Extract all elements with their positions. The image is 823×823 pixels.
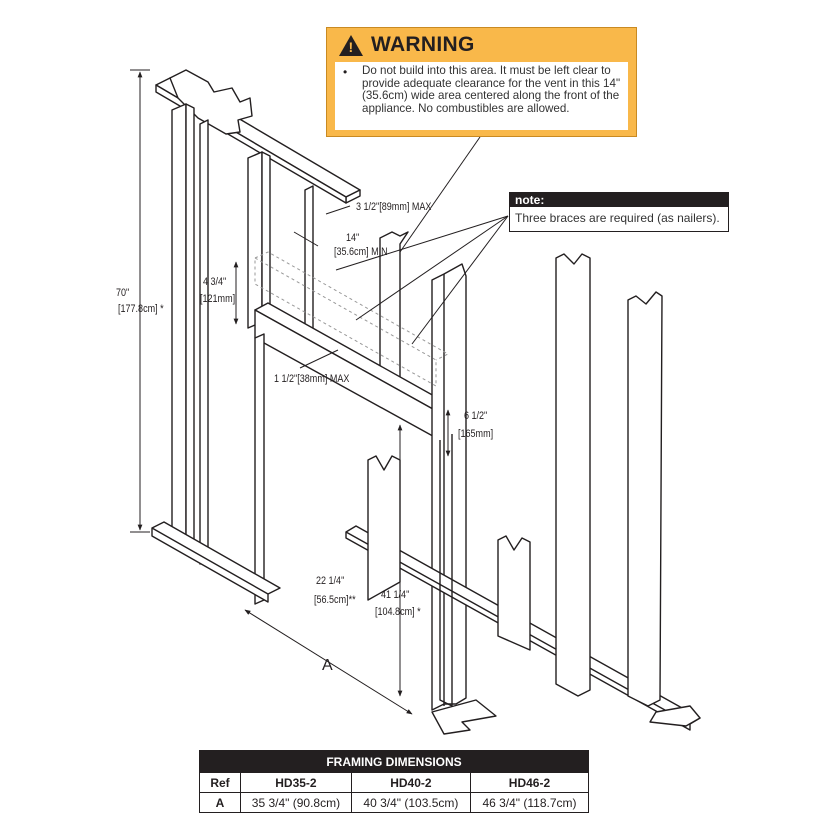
warning-body: • Do not build into this area. It must b… [335,62,628,130]
dim-a-label: A [322,657,333,674]
bottom-plate-left [151,521,281,603]
dim-14-metric: [35.6cm] MIN [334,246,388,258]
header-hd40: HD40-2 [350,772,471,793]
warning-header: ! WARNING [339,32,475,58]
left-stud-2 [199,119,209,565]
warning-box: ! WARNING • Do not build into this area.… [326,27,637,137]
dim-41-25: 41 1/4" [381,589,410,601]
warning-icon: ! [339,34,363,56]
dim-70: 70" [116,287,130,299]
dim-22-25-metric: [56.5cm]** [314,594,356,606]
cut-stud-2 [497,535,531,651]
header-stud [247,151,263,329]
rear-stud-1 [555,253,591,697]
cut-stud-1 [367,455,401,601]
rear-stud-2 [627,291,663,707]
dim-41-25-metric: [104.8cm] * [375,606,421,618]
top-plate [155,69,361,204]
cell-hd35: 35 3/4" (90.8cm) [240,792,352,813]
leader-lines [335,136,509,345]
note-title: note: [510,193,728,207]
header-ref: Ref [199,772,241,793]
dim-14: 14" [346,232,360,244]
dim-70-metric: [177.8cm] * [118,303,164,315]
warning-text: Do not build into this area. It must be … [362,64,621,115]
warning-title: WARNING [371,33,475,56]
cell-hd46: 46 3/4" (118.7cm) [469,792,590,813]
dim-6-5: 6 1/2" [464,410,488,422]
dim-22-25: 22 1/4" [316,575,345,587]
table-row: A 35 3/4" (90.8cm) 40 3/4" (103.5cm) 46 … [199,792,590,813]
header-hd46: HD46-2 [469,772,590,793]
front-stud [431,263,467,711]
bullet-icon: • [343,65,348,79]
clearance-area [254,251,450,387]
note-text: Three braces are required (as nailers). [515,211,720,225]
note-box: note: Three braces are required (as nail… [509,192,729,232]
left-stud-outer [171,103,187,547]
dim-max-3-5: 3 1/2"[89mm] MAX [356,201,432,213]
header-beam [254,302,453,441]
header-hd35: HD35-2 [240,772,352,793]
cell-ref: A [199,792,241,813]
dim-max-1-5: 1 1/2"[38mm] MAX [274,373,350,385]
dim-6-5-metric: [165mm] [458,428,494,440]
dimension-lines [130,69,451,715]
jack-stud-left [254,333,265,605]
table-title: FRAMING DIMENSIONS [199,750,589,773]
dim-4-75-metric: [121mm] [200,293,236,305]
cell-hd40: 40 3/4" (103.5cm) [350,792,471,813]
dim-4-75: 4 3/4" [203,276,227,288]
framing-dimensions-table: FRAMING DIMENSIONS Ref HD35-2 HD40-2 HD4… [199,750,590,813]
